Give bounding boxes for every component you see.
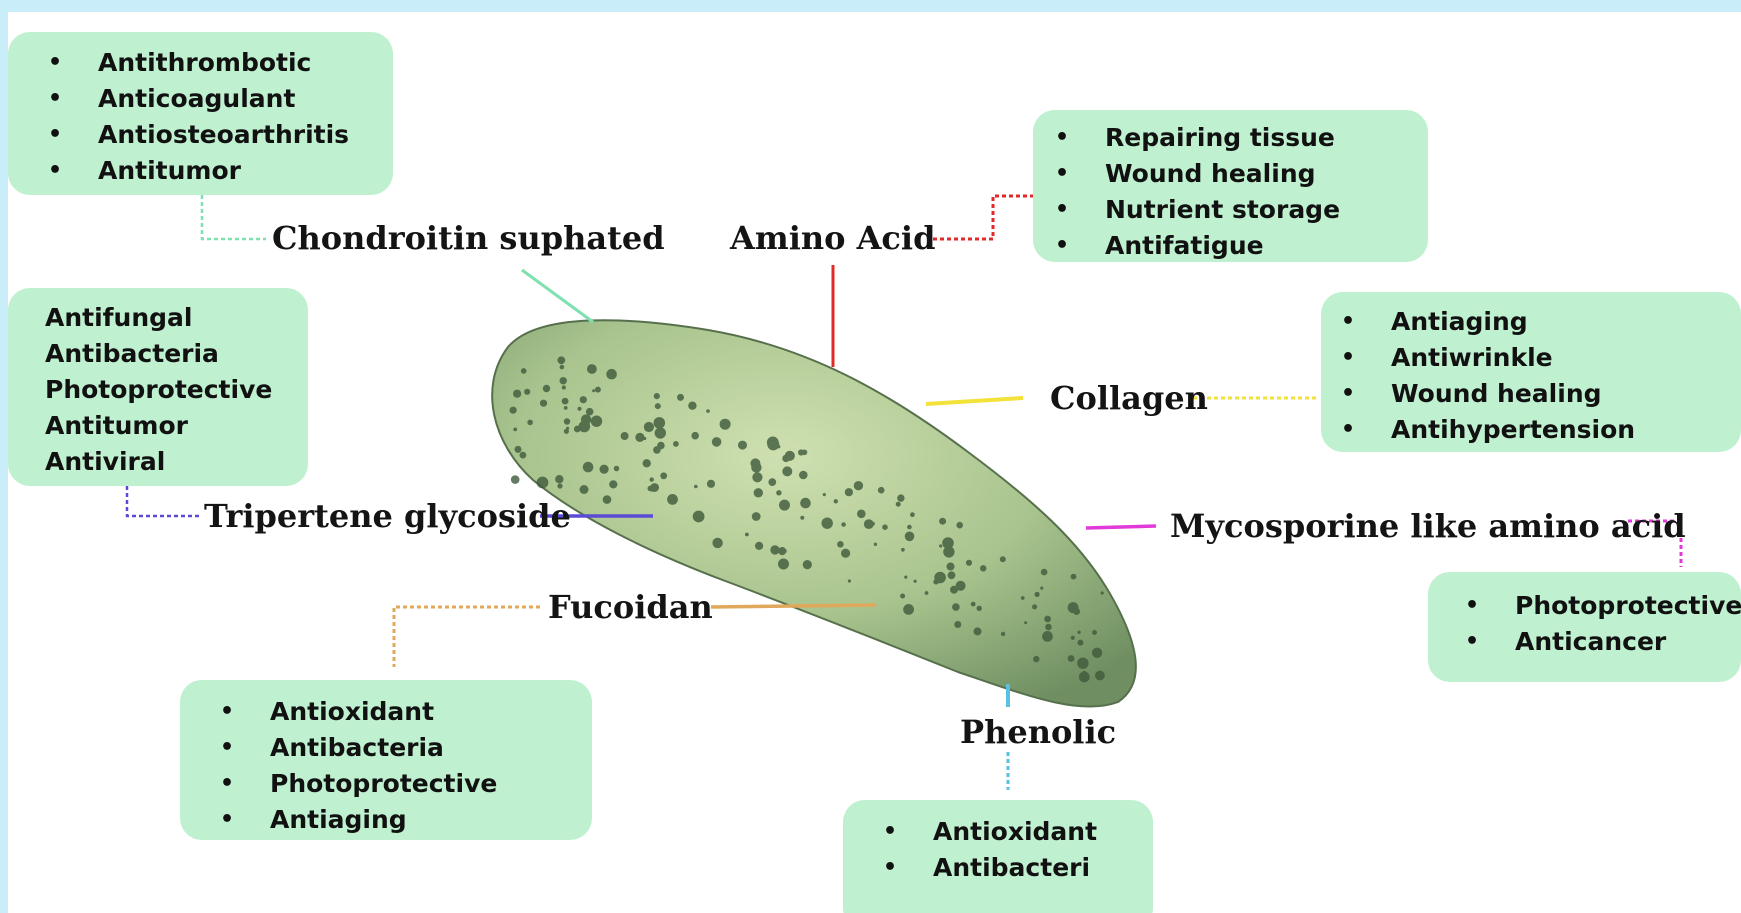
amino-acid-activity: Repairing tissue [1055,120,1428,156]
chondroitin-body-connector [522,270,593,322]
chondroitin-activity: Antithrombotic [48,45,393,81]
chondroitin-activity: Anticoagulant [48,81,393,117]
tripertene-activity: Antifungal [45,300,308,336]
diagram-canvas: Antithrombotic Anticoagulant Antiosteoar… [8,12,1741,913]
tripertene-label: Tripertene glycoside [204,496,571,536]
collagen-label: Collagen [1050,378,1208,418]
tripertene-activity: Antiviral [45,444,308,480]
tripertene-box-connector [127,486,202,516]
phenolic-activities-box: Antioxidant Antibacteri [843,800,1153,913]
tripertene-activities-box: Antifungal Antibacteria Photoprotective … [8,288,308,486]
amino-acid-activity: Nutrient storage [1055,192,1428,228]
tripertene-activity: Photoprotective [45,372,308,408]
amino-acid-activity: Wound healing [1055,156,1428,192]
collagen-activities-box: Antiaging Antiwrinkle Wound healing Anti… [1321,292,1741,452]
chondroitin-activity: Antiosteoarthritis [48,117,393,153]
amino-acid-box-connector [933,196,1033,239]
collagen-activity: Antiaging [1341,304,1741,340]
fucoidan-activity: Antibacteria [220,730,592,766]
collagen-body-connector [926,398,1023,404]
fucoidan-activities-box: Antioxidant Antibacteria Photoprotective… [180,680,592,840]
mycosporine-activity: Photoprotective [1465,588,1741,624]
chondroitin-activities-box: Antithrombotic Anticoagulant Antiosteoar… [8,32,393,195]
amino-acid-activity: Antifatigue [1055,228,1428,264]
chondroitin-box-connector [202,195,266,239]
chondroitin-activity: Antitumor [48,153,393,189]
fucoidan-activity: Antioxidant [220,694,592,730]
fucoidan-label: Fucoidan [548,587,713,627]
fucoidan-box-connector [394,607,540,667]
mycosporine-activity: Anticancer [1465,624,1741,660]
fucoidan-body-connector [711,605,876,607]
fucoidan-activity: Photoprotective [220,766,592,802]
tripertene-activity: Antitumor [45,408,308,444]
mycosporine-activities-box: Photoprotective Anticancer [1428,572,1741,682]
amino-acid-activities-box: Repairing tissue Wound healing Nutrient … [1033,110,1428,262]
collagen-activity: Wound healing [1341,376,1741,412]
phenolic-activity: Antioxidant [883,814,1153,850]
fucoidan-activity: Antiaging [220,802,592,838]
amino-acid-label: Amino Acid [730,218,935,258]
tripertene-activity: Antibacteria [45,336,308,372]
collagen-activity: Antiwrinkle [1341,340,1741,376]
mycosporine-body-connector [1086,526,1156,528]
mycosporine-label: Mycosporine like amino acid [1170,506,1686,546]
collagen-activity: Antihypertension [1341,412,1741,448]
phenolic-activity: Antibacteri [883,850,1153,886]
phenolic-label: Phenolic [960,712,1116,752]
chondroitin-label: Chondroitin suphated [272,218,665,258]
